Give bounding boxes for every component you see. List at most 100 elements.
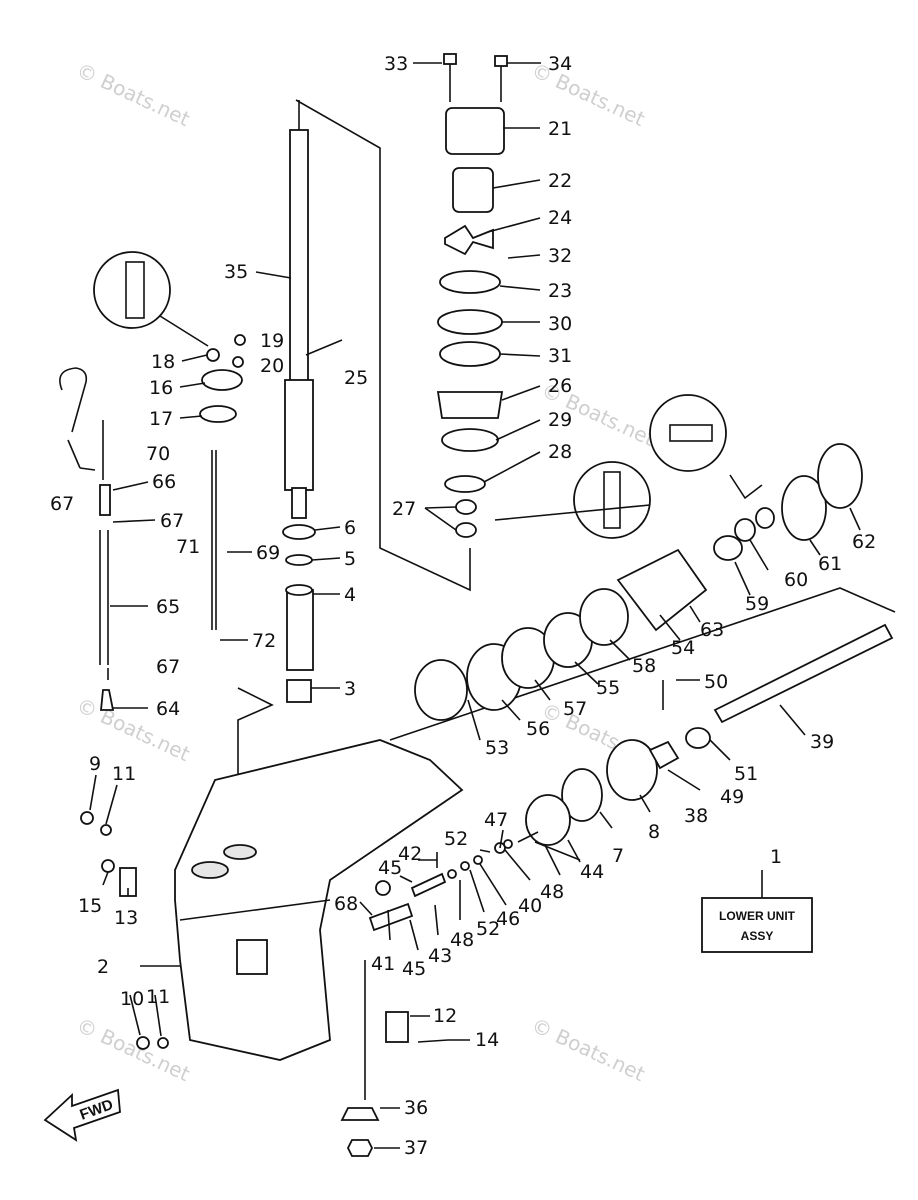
- assy-box-line2: ASSY: [741, 929, 774, 943]
- callout-69: 69: [256, 542, 280, 564]
- gear-38: [606, 739, 658, 801]
- callout-65: 65: [156, 596, 180, 618]
- nozzle-64: [100, 689, 115, 711]
- callout-45a: 45: [378, 857, 402, 879]
- o-ring-58: [579, 588, 629, 646]
- callout-39: 39: [810, 731, 834, 753]
- callout-44: 44: [580, 861, 604, 883]
- callout-19: 19: [260, 330, 284, 352]
- callout-17: 17: [149, 408, 173, 430]
- callout-2: 2: [97, 956, 109, 978]
- bolt-34: [494, 55, 508, 67]
- callout-13: 13: [114, 907, 138, 929]
- callout-6: 6: [344, 517, 356, 539]
- shaft-bearings: [282, 524, 316, 703]
- callout-4: 4: [344, 584, 356, 606]
- leader-lines: [67, 62, 861, 1149]
- callout-47: 47: [484, 809, 508, 831]
- callout-10: 10: [120, 988, 144, 1010]
- callout-11b: 11: [146, 986, 170, 1008]
- spring-51: [685, 727, 711, 749]
- callout-52a: 52: [444, 828, 468, 850]
- callout-29: 29: [548, 409, 572, 431]
- callout-30: 30: [548, 313, 572, 335]
- anode-12: [385, 1011, 409, 1043]
- gasket-31: [439, 341, 501, 367]
- bolt-14: [417, 1039, 449, 1043]
- callout-67a: 67: [50, 493, 74, 515]
- bottom-parts: [80, 811, 449, 1157]
- spring-44: [517, 831, 539, 843]
- callout-16: 16: [149, 377, 173, 399]
- bearing-8: [561, 768, 603, 822]
- watermark: © Boats.net: [528, 1013, 649, 1086]
- callout-1: 1: [770, 846, 782, 868]
- housing-26: [436, 391, 504, 419]
- gasket-23: [439, 270, 501, 294]
- callout-18: 18: [151, 351, 175, 373]
- assy-box-line1: LOWER UNIT: [719, 909, 796, 923]
- callout-24: 24: [548, 207, 572, 229]
- seal-60a: [734, 518, 756, 542]
- callout-38: 38: [684, 805, 708, 827]
- nut-18: [206, 348, 220, 362]
- callout-20: 20: [260, 355, 284, 377]
- pin-45: [375, 880, 391, 896]
- bolt-19: [234, 334, 246, 346]
- callout-62: 62: [852, 531, 876, 553]
- callout-64: 64: [156, 698, 180, 720]
- callout-48b: 48: [540, 881, 564, 903]
- callout-63: 63: [700, 619, 724, 641]
- callout-31: 31: [548, 345, 572, 367]
- drive-shaft: [284, 100, 314, 519]
- washer-11b: [157, 1037, 169, 1049]
- detail-callout-circles: [93, 251, 763, 539]
- seal-27a: [455, 499, 477, 515]
- callout-34: 34: [548, 53, 572, 75]
- callout-32: 32: [548, 245, 572, 267]
- callout-49: 49: [720, 786, 744, 808]
- pump-housing-21: [445, 107, 505, 155]
- plunger-43: [410, 872, 447, 898]
- propeller-shaft-39: [713, 623, 894, 724]
- bolt-15: [101, 859, 115, 873]
- ring-5: [285, 554, 313, 566]
- grommet-66: [99, 484, 111, 516]
- bearing-59: [713, 535, 743, 561]
- callout-14: 14: [475, 1029, 499, 1051]
- gear-53: [414, 659, 468, 721]
- callout-60: 60: [784, 569, 808, 591]
- callout-50: 50: [704, 671, 728, 693]
- callout-11a: 11: [112, 763, 136, 785]
- callout-59: 59: [745, 593, 769, 615]
- propeller-shaft-group-line: [389, 587, 896, 741]
- callout-48a: 48: [450, 929, 474, 951]
- fwd-arrow-icon: [43, 1088, 121, 1142]
- washer-20: [232, 356, 244, 368]
- ring-nut-62: [817, 443, 863, 509]
- callout-12: 12: [433, 1005, 457, 1027]
- shim-7: [525, 794, 571, 846]
- callout-9: 9: [89, 753, 101, 775]
- callout-41: 41: [371, 953, 395, 975]
- callout-37: 37: [404, 1137, 428, 1159]
- callout-5: 5: [344, 548, 356, 570]
- watermark: © Boats.net: [528, 58, 649, 131]
- callout-8: 8: [648, 821, 660, 843]
- callout-52b: 52: [476, 918, 500, 940]
- callout-58: 58: [632, 655, 656, 677]
- seal-27b: [455, 522, 477, 538]
- shift-bracket-16: [201, 369, 243, 391]
- callout-71: 71: [176, 536, 200, 558]
- callout-26: 26: [548, 375, 572, 397]
- watermark: © Boats.net: [73, 58, 194, 131]
- water-pump-stack: [436, 107, 505, 538]
- callout-61: 61: [818, 553, 842, 575]
- callout-43: 43: [428, 945, 452, 967]
- plate-30: [437, 309, 503, 335]
- o-ring-28: [444, 475, 486, 493]
- callout-67b: 67: [160, 510, 184, 532]
- callout-27: 27: [392, 498, 416, 520]
- callout-40: 40: [518, 895, 542, 917]
